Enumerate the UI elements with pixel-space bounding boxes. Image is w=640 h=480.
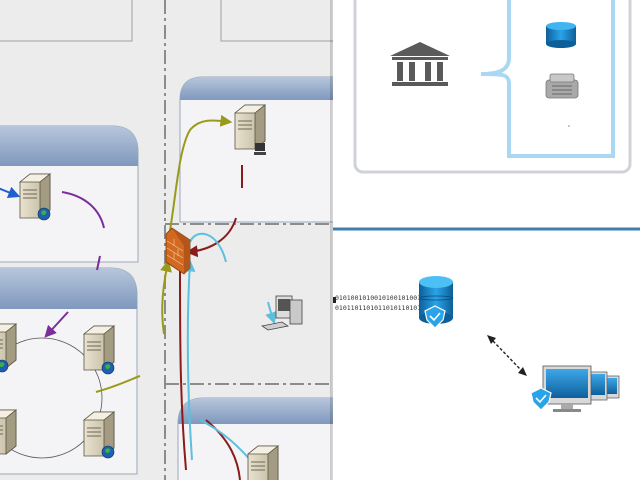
- server-icon: [0, 409, 17, 455]
- olive-link-firewall-down: [160, 259, 172, 335]
- darkred-link-into-firewall: [185, 217, 237, 258]
- globe-icon: [37, 207, 51, 221]
- network-topology-panel: [0, 0, 333, 480]
- zone-box-top-right: [220, 0, 333, 42]
- olive-link-to-lower-group: [95, 375, 141, 393]
- shield-check-icon: [530, 387, 552, 411]
- database-icon: [546, 22, 576, 48]
- bank-icon: [390, 42, 450, 86]
- server-icon: [234, 104, 266, 155]
- blue-link-left-server: [0, 186, 21, 199]
- zone-boundaries: [164, 0, 333, 480]
- sync-arrow: [487, 335, 527, 376]
- server-group-left-lower: [0, 267, 138, 475]
- purple-link-into-lower: [44, 311, 69, 338]
- globe-icon: [101, 445, 115, 459]
- darkred-link-down: [179, 267, 187, 471]
- binary-line-1: 01010010100101001010010: [335, 294, 425, 302]
- globe-icon: [101, 361, 115, 375]
- firewall-icon: [165, 227, 191, 275]
- binary-line-2: 0101101101011010110101: [335, 304, 421, 312]
- monitors-icon: [542, 365, 620, 412]
- computer-badge: [254, 143, 266, 155]
- blue-link-firewall-up: [189, 232, 227, 263]
- server-group-right-bottom: [177, 397, 333, 480]
- blue-link-computer: [265, 301, 277, 325]
- darkred-link-bottom: [205, 419, 241, 480]
- server-icon: [247, 445, 279, 480]
- topology-drawing: [0, 0, 333, 480]
- desktop-computer-icon: [260, 295, 303, 331]
- zone-box-top-left: [0, 0, 133, 42]
- dot: [568, 125, 570, 127]
- shield-check-icon: [424, 305, 446, 329]
- router-icon: [545, 73, 579, 99]
- blue-link-firewall-down: [183, 259, 196, 461]
- olive-link-firewall-to-server: [167, 114, 233, 243]
- illustration-drawing: 01010010100101001010010 0101101101011010…: [333, 0, 640, 412]
- bracket: [480, 0, 615, 158]
- binary-stream: 01010010100101001010010 0101101101011010…: [333, 294, 425, 312]
- illustration-panel: 01010010100101001010010 0101101101011010…: [333, 0, 640, 480]
- purple-link-down: [96, 255, 101, 271]
- purple-link-server: [61, 191, 105, 229]
